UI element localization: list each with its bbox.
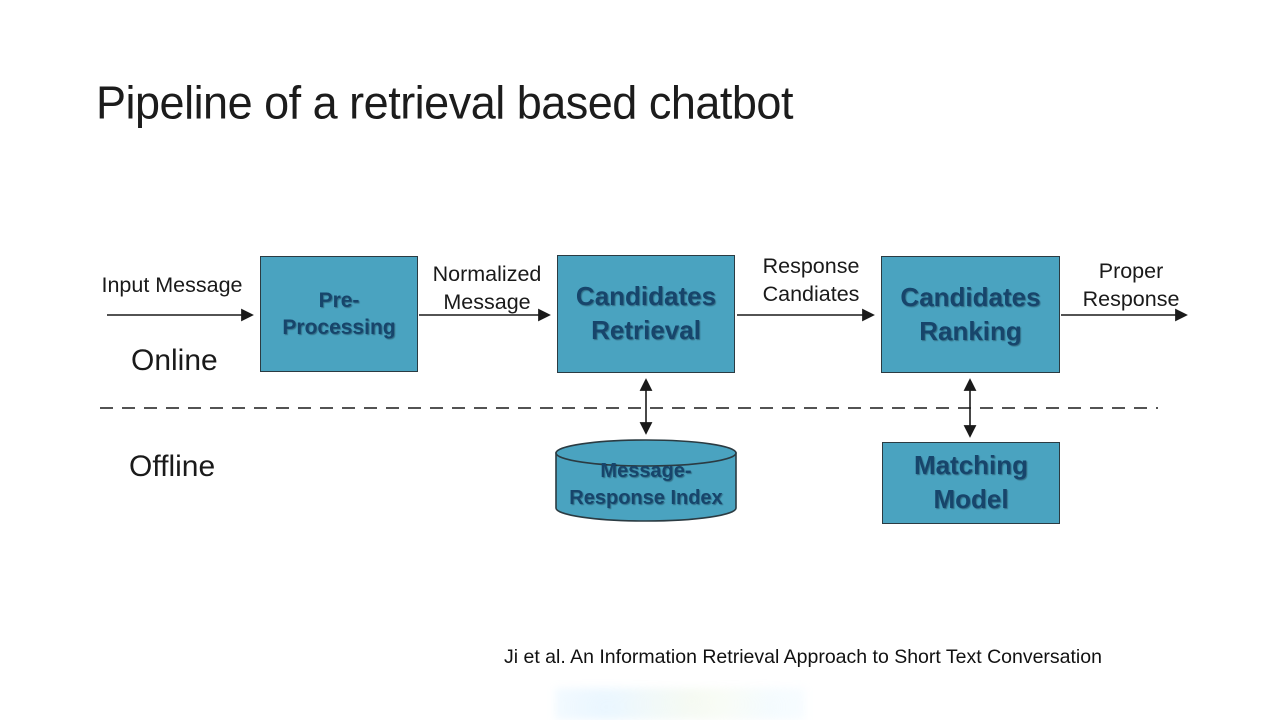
edge-label-input-message: Input Message — [101, 273, 243, 297]
edge-label-proper-response: Proper Response — [1082, 259, 1180, 312]
slide-title: Pipeline of a retrieval based chatbot — [96, 76, 793, 130]
cylinder-top — [555, 439, 737, 467]
edge-label-normalized-message: Normalized Message — [432, 262, 542, 315]
node-preprocessing: Pre- Processing — [260, 256, 418, 372]
section-label-online: Online — [131, 344, 218, 377]
citation-text: Ji et al. An Information Retrieval Appro… — [504, 646, 1102, 668]
section-label-offline: Offline — [129, 450, 216, 483]
node-candidates-ranking: Candidates Ranking — [881, 256, 1060, 373]
node-message-response-index-label: Message- Response Index — [569, 460, 723, 509]
cylinder-body — [555, 452, 737, 522]
edge-label-response-candiates: Response Candiates — [762, 254, 860, 307]
node-candidates-retrieval: Candidates Retrieval — [557, 255, 735, 373]
node-matching-model: Matching Model — [882, 442, 1060, 524]
